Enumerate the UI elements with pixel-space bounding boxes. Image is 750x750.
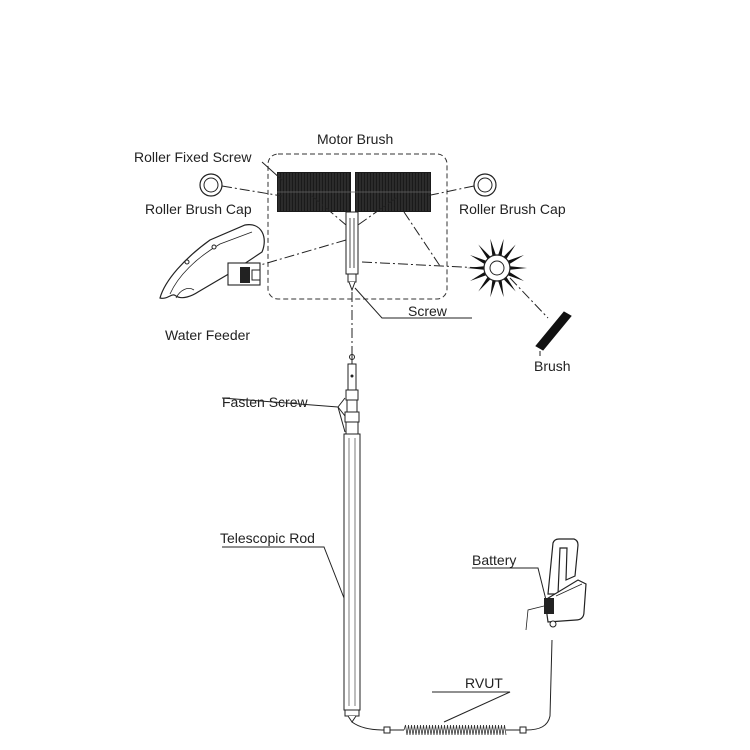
roller-brush xyxy=(277,172,431,212)
label-battery: Battery xyxy=(472,552,516,568)
telescopic-rod-part xyxy=(343,352,361,723)
label-roller-brush-cap-left: Roller Brush Cap xyxy=(145,201,252,217)
label-telescopic-rod: Telescopic Rod xyxy=(220,530,315,546)
label-water-feeder: Water Feeder xyxy=(165,327,250,343)
rvut-cable xyxy=(351,639,553,736)
roller-brush-cap-left-part xyxy=(199,173,223,197)
water-feeder-part xyxy=(159,224,265,299)
motor-shaft xyxy=(345,211,359,292)
label-screw: Screw xyxy=(408,303,448,319)
round-brush-part xyxy=(467,238,527,298)
label-roller-fixed-screw: Roller Fixed Screw xyxy=(134,149,252,165)
label-fasten-screw: Fasten Screw xyxy=(222,394,308,410)
battery-part xyxy=(525,538,587,631)
roller-brush-cap-right-part xyxy=(473,173,497,197)
label-roller-brush-cap-right: Roller Brush Cap xyxy=(459,201,566,217)
motor-brush-group-box xyxy=(267,153,448,300)
label-brush: Brush xyxy=(534,358,571,374)
label-rvut: RVUT xyxy=(465,675,503,691)
flat-brush-part xyxy=(535,311,572,351)
label-motor-brush: Motor Brush xyxy=(317,131,393,147)
